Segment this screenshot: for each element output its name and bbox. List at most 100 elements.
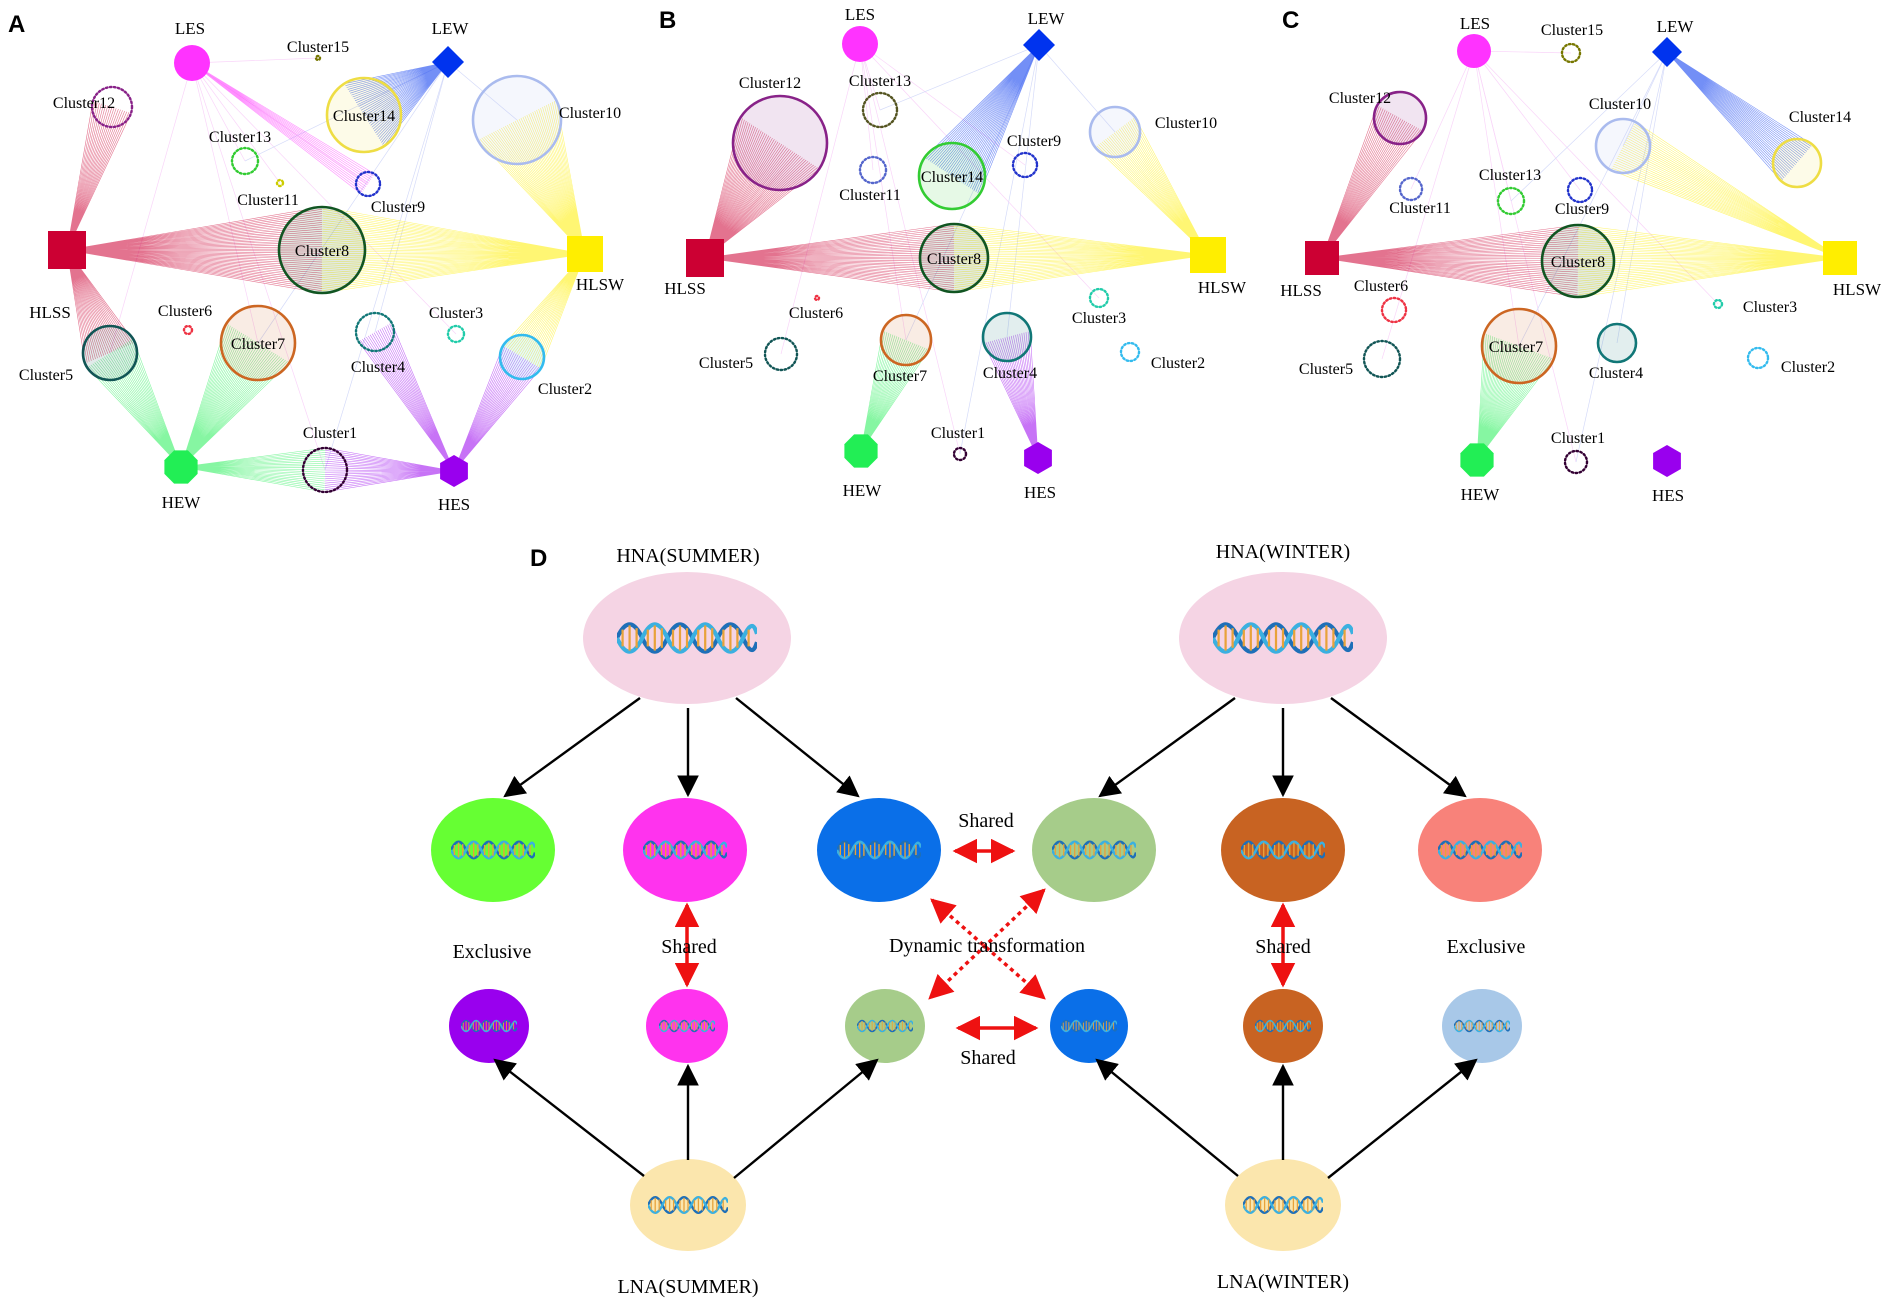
hna-arrow [503,697,641,798]
panel-a-fan-cluster8-hlss [66,206,323,294]
panel-b-cluster8-label: Cluster8 [927,251,981,268]
lna-summer-transform [845,989,925,1063]
panel-b-node-hew: HEW [843,434,883,500]
panel-b-cluster4-circle [981,311,1033,363]
panel-b-cluster5: Cluster5 [699,336,799,372]
panel-c-fan-cluster7-hew-lines [1476,333,1554,461]
panel-b-cluster14-circle [917,141,987,211]
panel-c-node-lew-shape [1652,37,1682,67]
panel-b-spoke [879,44,1040,111]
panel-a-node-lew-shape [432,46,464,78]
panel-c-spoke [1410,50,1475,190]
panel-b-node-hlsw-label: HLSW [1198,278,1247,297]
panel-c-fan-cluster14-lew-lines [1666,51,1813,182]
panel-b-node-hes: HES [1024,442,1056,502]
panel-b-cluster3-circle [1088,287,1110,309]
panel-b-node-les-shape [842,26,878,62]
panel-a-node-les: LES [174,19,210,81]
panel-a-fan-cluster4-hes-lines [358,322,455,472]
panel-a-cluster15-circle [314,54,322,62]
panel-c-spoke [1616,51,1668,344]
panel-a-spoke [191,57,319,64]
panel-a-fan-cluster1-hes-lines [324,447,455,493]
shared-bottom-label: Shared [960,1047,1016,1069]
panel-a-cluster7: Cluster7 [219,304,297,382]
panel-c-node-hlss-label: HLSS [1280,281,1322,300]
panel-b-node-hlsw-shape [1190,237,1226,273]
panel-c-cluster6-label: Cluster6 [1354,278,1408,295]
panel-c-cluster15-circle [1560,42,1582,64]
panel-a-cluster9-circle [354,170,382,198]
lna-summer-label: LNA(SUMMER) [617,1276,758,1298]
panel-a-cluster3: Cluster3 [429,305,483,344]
panel-c-fan-cluster8-hlsw-lines [1577,224,1841,298]
panel-c-cluster12: Cluster12 [1329,90,1428,146]
panel-c-cluster11: Cluster11 [1389,176,1451,217]
panel-b-fan-cluster12-hlss [704,117,820,259]
panel-a-fan-cluster5-hew [86,338,182,468]
panel-b-cluster9-label: Cluster9 [1007,133,1061,150]
panel-a-fan-cluster4-hes [358,322,455,472]
panel-c-spoke [1473,50,1520,347]
shared-arrows [674,838,1296,1041]
panel-a-fan-cluster10-hlsw [477,100,586,255]
panel-c-spoke [1381,50,1475,360]
panel-a-cluster12: Cluster12 [53,85,134,129]
panel-b-cluster7-label: Cluster7 [873,368,927,385]
panel-c-cluster12-label: Cluster12 [1329,90,1391,107]
panel-a-node-hlss: HLSS [29,231,86,322]
panel-a-fan-cluster2-hlsw [502,253,586,369]
panel-c-cluster4-label: Cluster4 [1589,365,1643,382]
panel-c-node-hes: HES [1652,445,1684,505]
panel-a-fan-cluster7-hew-lines [180,323,290,468]
panel-a-spoke [191,62,281,184]
panel-a-cluster7-circle [219,304,297,382]
shared-left-label: Shared [661,936,717,958]
panel-a-node-hes-shape [440,455,468,487]
exclusive-right-label: Exclusive [1447,936,1526,958]
panel-a-node-hes-label: HES [438,495,470,514]
panel-c-node-les-label: LES [1460,14,1490,33]
panel-b-cluster9-circle [1011,151,1039,179]
panel-b-node-lew-label: LEW [1028,9,1066,28]
panel-c: Cluster1Cluster2Cluster3Cluster4Cluster5… [1280,7,1882,505]
panel-c-cluster3-label: Cluster3 [1743,299,1797,316]
panel-b-cluster11-circle [858,155,888,185]
panel-b-cluster9: Cluster9 [1007,133,1061,179]
panel-a-fan-cluster9-les-lines [191,62,375,195]
panel-c-cluster9-label: Cluster9 [1555,201,1609,218]
panel-c-cluster14: Cluster14 [1771,109,1851,189]
panel-b-node-hes-shape [1024,442,1052,474]
lna-arrow [1327,1058,1478,1179]
panel-a-fan-cluster5-hew-lines [86,338,182,468]
panel-c-cluster4-circle [1596,322,1638,364]
panel-b-cluster2-circle [1119,341,1141,363]
panel-b-node-hew-label: HEW [843,481,883,500]
panel-b-spoke [859,43,907,341]
panel-a-node-lew-label: LEW [432,19,470,38]
panel-a-cluster8-circle [277,205,367,295]
panel-a-cluster7-label: Cluster7 [231,336,285,353]
panel-a-cluster8-label: Cluster8 [295,243,349,260]
hna-summer-transform [817,798,941,902]
panel-a-node-hew-label: HEW [162,493,202,512]
panel-a-cluster6: Cluster6 [158,303,212,336]
panel-b-fan-cluster14-lew-lines [924,44,1040,195]
panel-b-cluster11-label: Cluster11 [839,187,901,204]
panel-a-fan-cluster10-hlsw-lines [477,100,586,255]
dynamic-transformation-label: Dynamic transformation [889,935,1085,957]
panel-a-fan-cluster1-hew-lines [180,447,326,493]
panel-a-cluster14-label: Cluster14 [333,108,395,125]
panel-c-node-lew-label: LEW [1657,17,1695,36]
hna-winter-transform [1032,798,1156,902]
panel-a-cluster5-circle [81,324,139,382]
panel-c-fan-cluster8-hlss [1321,224,1579,298]
panel-b-spokes [780,43,1116,455]
panel-a-node-hlss-shape [48,231,86,269]
panel-b-cluster7: Cluster7 [873,313,933,385]
panel-a-cluster8: Cluster8 [277,205,367,295]
shared-right-label: Shared [1255,936,1311,958]
panel-c-cluster1: Cluster1 [1551,430,1605,475]
panel-b-node-lew-shape [1023,29,1055,61]
